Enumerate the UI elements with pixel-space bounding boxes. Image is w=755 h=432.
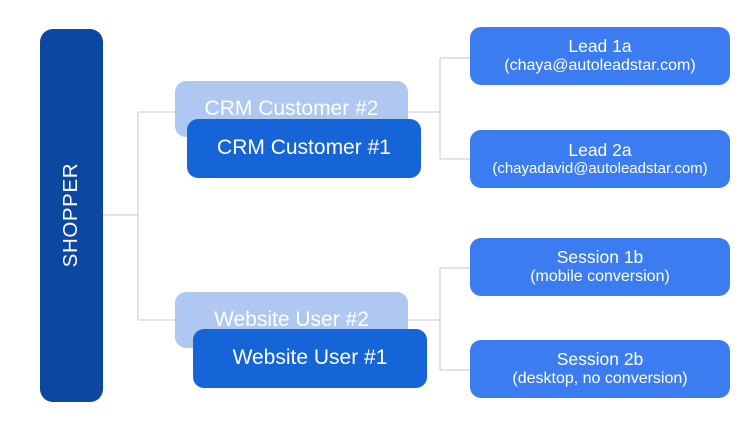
- node-lead-1a[interactable]: Lead 1a (chaya@autoleadstar.com): [470, 27, 730, 85]
- node-crm-customer-2-label: CRM Customer #2: [204, 96, 379, 120]
- node-lead-2a[interactable]: Lead 2a (chayadavid@autoleadstar.com): [470, 130, 730, 188]
- node-crm-customer-1-label: CRM Customer #1: [217, 136, 391, 160]
- node-session-2b[interactable]: Session 2b (desktop, no conversion): [470, 340, 730, 398]
- node-lead-1a-title: Lead 1a: [568, 36, 632, 57]
- node-crm-customer-1[interactable]: CRM Customer #1: [187, 119, 421, 178]
- node-shopper[interactable]: SHOPPER: [40, 29, 103, 402]
- node-lead-1a-email: (chaya@autoleadstar.com): [504, 56, 696, 74]
- node-session-2b-title: Session 2b: [556, 349, 644, 370]
- node-website-user-2-label: Website User #2: [214, 307, 369, 331]
- node-session-2b-detail: (desktop, no conversion): [512, 369, 688, 387]
- node-lead-2a-email: (chayadavid@autoleadstar.com): [492, 160, 708, 178]
- node-session-1b-title: Session 1b: [556, 247, 644, 268]
- node-session-1b-detail: (mobile conversion): [530, 267, 670, 285]
- node-shopper-label: SHOPPER: [59, 163, 83, 268]
- node-lead-2a-title: Lead 2a: [568, 139, 632, 160]
- node-website-user-1[interactable]: Website User #1: [193, 329, 427, 388]
- node-website-user-1-label: Website User #1: [232, 346, 388, 370]
- node-session-1b[interactable]: Session 1b (mobile conversion): [470, 238, 730, 296]
